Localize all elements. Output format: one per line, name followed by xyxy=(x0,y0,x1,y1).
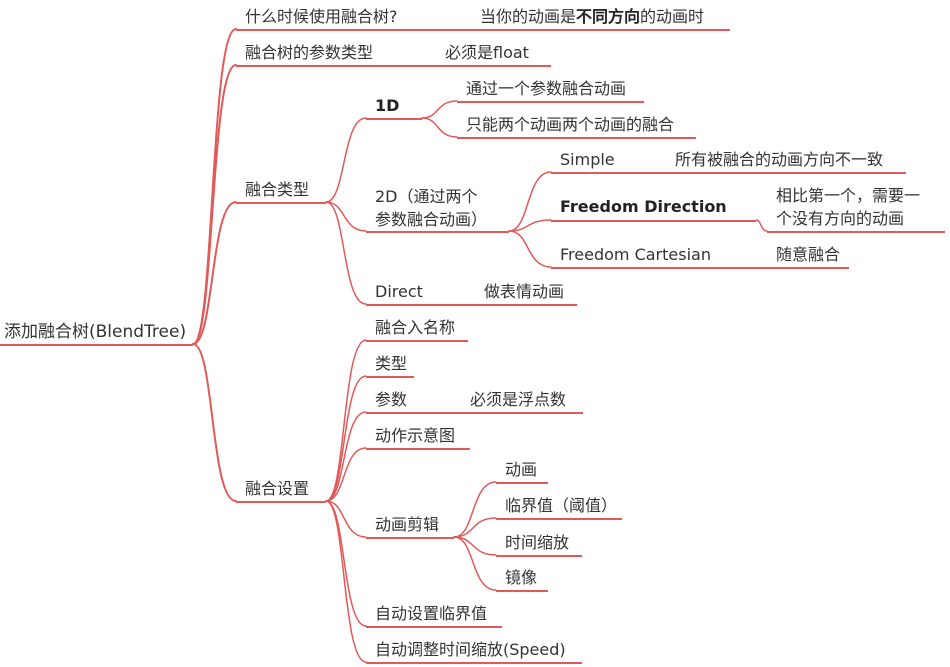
setting-type-underline xyxy=(366,376,414,378)
node-param-type-answer: 必须是float xyxy=(445,43,529,62)
node-freedom-direction-desc: 相比第一个，需要一 个没有方向的动画 xyxy=(776,186,921,228)
blend-types-underline xyxy=(236,202,326,204)
connector-edge xyxy=(421,117,458,138)
1d-b-underline xyxy=(457,137,696,139)
node-freedom-direction: Freedom Direction xyxy=(560,197,727,216)
connector-edge xyxy=(325,201,367,232)
setting-clip-underline xyxy=(366,537,454,539)
node-freedom-cartesian-desc: 随意融合 xyxy=(776,245,841,264)
1d-underline xyxy=(366,118,422,120)
connector-edge xyxy=(325,411,367,502)
node-setting-auto-speed: 自动调整时间缩放(Speed) xyxy=(375,640,566,659)
node-1d-a: 通过一个参数融合动画 xyxy=(466,79,627,98)
connector-edge xyxy=(325,500,367,627)
clip-timescale-underline xyxy=(496,555,582,557)
root-underline xyxy=(0,344,193,346)
connector-edge xyxy=(192,343,237,502)
freedom-direction-underline xyxy=(551,220,756,222)
connector-edge xyxy=(508,230,552,268)
param-type-underline xyxy=(236,65,551,67)
node-setting-clip: 动画剪辑 xyxy=(375,515,440,534)
freedom-direction-desc-underline xyxy=(767,231,945,233)
simple-underline xyxy=(551,172,906,174)
node-direct: Direct xyxy=(375,282,423,301)
setting-auto-speed-underline xyxy=(366,662,582,664)
settings-underline xyxy=(236,501,326,503)
connector-edge xyxy=(325,375,367,502)
node-clip-anim: 动画 xyxy=(505,460,538,479)
connector-edge xyxy=(421,100,458,119)
when-underline xyxy=(236,29,730,31)
node-blend-types: 融合类型 xyxy=(245,180,310,199)
connector-edge xyxy=(325,117,367,203)
clip-threshold-underline xyxy=(496,518,622,520)
connector-edge xyxy=(325,500,367,538)
freedom-cartesian-underline xyxy=(551,267,849,269)
connector-edge xyxy=(325,500,367,663)
node-simple: Simple xyxy=(560,150,615,169)
node-1d-b: 只能两个动画两个动画的融合 xyxy=(466,115,675,134)
node-2d: 2D（通过两个 参数融合动画） xyxy=(375,187,488,229)
1d-a-underline xyxy=(457,101,644,103)
connector-edge xyxy=(508,171,552,232)
setting-auto-threshold-underline xyxy=(366,626,502,628)
node-when-answer: 当你的动画是不同方向的动画时 xyxy=(480,7,705,26)
node-clip-mirror: 镜像 xyxy=(505,568,538,587)
node-freedom-cartesian: Freedom Cartesian xyxy=(560,245,711,264)
node-setting-auto-threshold: 自动设置临界值 xyxy=(375,604,488,623)
connector-edge xyxy=(325,447,367,502)
node-direct-desc: 做表情动画 xyxy=(484,282,565,301)
connector-edge xyxy=(453,481,497,538)
connector-edge xyxy=(453,517,497,538)
connector-edge xyxy=(192,201,237,345)
node-when: 什么时候使用融合树? xyxy=(245,7,398,26)
setting-param-underline xyxy=(366,412,583,414)
node-setting-name: 融合入名称 xyxy=(375,318,456,337)
direct-underline xyxy=(366,304,577,306)
node-setting-param-desc: 必须是浮点数 xyxy=(470,390,567,409)
node-1d: 1D xyxy=(375,96,400,115)
node-settings: 融合设置 xyxy=(245,479,310,498)
setting-name-underline xyxy=(366,340,468,342)
connector-edge xyxy=(192,64,237,345)
node-simple-desc: 所有被融合的动画方向不一致 xyxy=(675,150,884,169)
clip-anim-underline xyxy=(496,482,548,484)
node-setting-motion-icon: 动作示意图 xyxy=(375,426,456,445)
node-param-type: 融合树的参数类型 xyxy=(245,43,374,62)
node-setting-type: 类型 xyxy=(375,354,408,373)
setting-motion-icon-underline xyxy=(366,448,470,450)
connector-edge xyxy=(325,201,367,305)
connector-edge xyxy=(453,536,497,591)
connector-edge xyxy=(755,219,768,232)
root-node: 添加融合树(BlendTree) xyxy=(4,322,187,342)
clip-mirror-underline xyxy=(496,590,548,592)
node-clip-threshold: 临界值（阈值） xyxy=(505,496,618,515)
connector-edge xyxy=(508,219,552,232)
connector-edge xyxy=(325,339,367,502)
2d-underline xyxy=(366,231,509,233)
node-clip-timescale: 时间缩放 xyxy=(505,533,570,552)
node-setting-param: 参数 xyxy=(375,390,408,409)
